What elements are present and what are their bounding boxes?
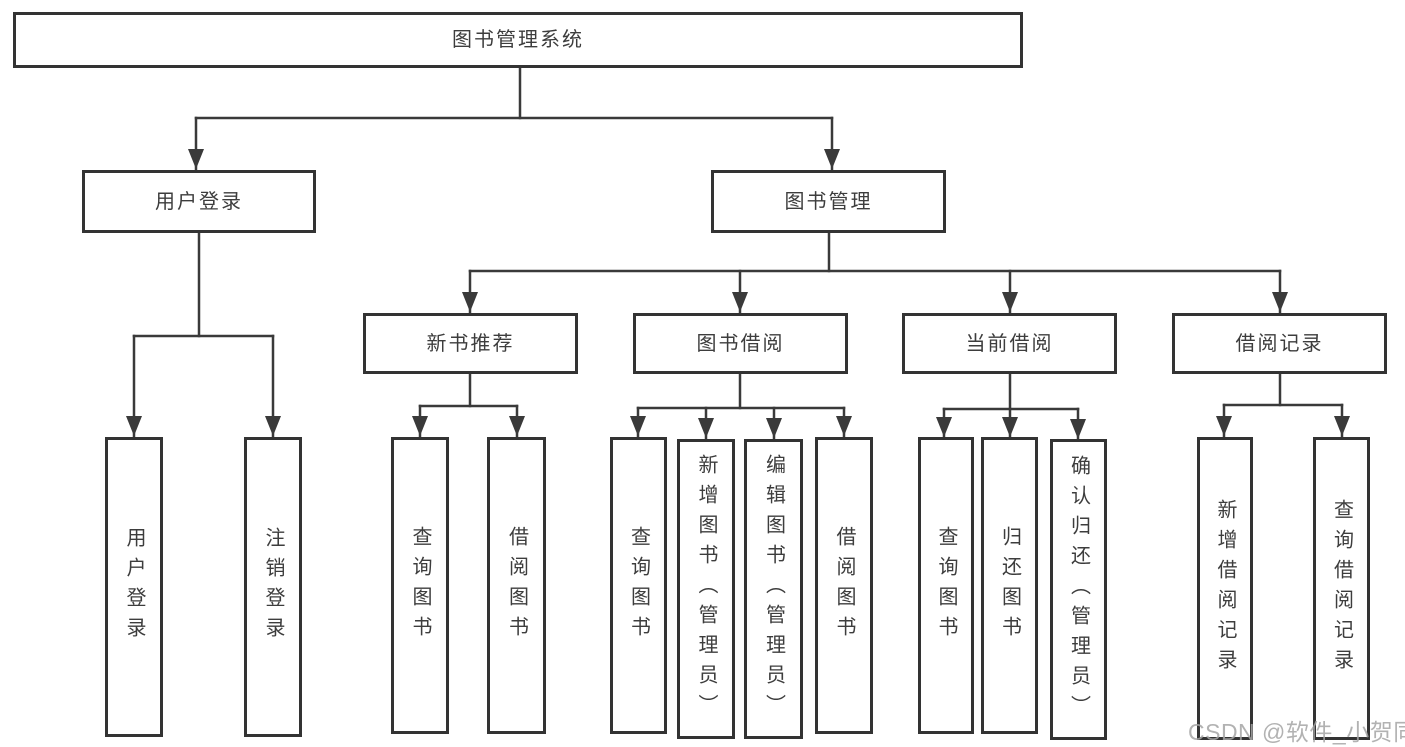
node-book-management: 图书管理 — [711, 170, 946, 233]
leaf-query-book-current: 查询图书 — [918, 437, 974, 734]
node-current-borrow: 当前借阅 — [902, 313, 1117, 374]
node-label: 当前借阅 — [965, 332, 1054, 355]
leaf-user-login: 用户登录 — [105, 437, 163, 737]
node-label: 借阅记录 — [1235, 332, 1324, 355]
leaf-add-book-admin: 新增图书（管理员） — [677, 439, 735, 739]
leaf-label: 用户登录 — [123, 527, 145, 647]
leaf-label: 借阅图书 — [505, 525, 528, 646]
node-label: 图书借阅 — [696, 332, 785, 355]
leaf-return-book: 归还图书 — [981, 437, 1038, 734]
node-library-management-system: 图书管理系统 — [13, 12, 1023, 68]
node-new-book-recommend: 新书推荐 — [363, 313, 578, 374]
leaf-query-book-recommend: 查询图书 — [391, 437, 449, 734]
node-label: 新书推荐 — [426, 332, 515, 355]
leaf-add-borrow-record: 新增借阅记录 — [1197, 437, 1253, 740]
leaf-edit-book-admin: 编辑图书（管理员） — [744, 439, 803, 739]
node-user-login: 用户登录 — [82, 170, 316, 233]
node-label: 用户登录 — [155, 190, 243, 213]
leaf-confirm-return-admin: 确认归还（管理员） — [1050, 439, 1107, 740]
csdn-watermark: CSDN @软件_小贺同学 — [1188, 719, 1405, 745]
leaf-logout: 注销登录 — [244, 437, 302, 737]
leaf-label: 新增图书（管理员） — [695, 454, 717, 724]
leaf-label: 借阅图书 — [833, 525, 855, 646]
leaf-label: 查询借阅记录 — [1330, 498, 1353, 679]
leaf-borrow-book: 借阅图书 — [815, 437, 873, 734]
node-book-borrow: 图书借阅 — [633, 313, 848, 374]
node-borrow-records: 借阅记录 — [1172, 313, 1387, 374]
leaf-label: 归还图书 — [998, 525, 1021, 646]
leaf-label: 编辑图书（管理员） — [762, 454, 785, 724]
leaf-label: 查询图书 — [935, 525, 957, 646]
leaf-label: 确认归还（管理员） — [1067, 454, 1090, 725]
node-label: 图书管理系统 — [452, 29, 584, 51]
leaf-query-book-borrow: 查询图书 — [610, 437, 667, 734]
leaf-label: 新增借阅记录 — [1214, 498, 1236, 679]
leaf-query-borrow-record: 查询借阅记录 — [1313, 437, 1370, 740]
leaf-label: 查询图书 — [627, 525, 650, 646]
leaf-label: 查询图书 — [409, 525, 431, 646]
node-label: 图书管理 — [784, 190, 873, 213]
leaf-label: 注销登录 — [262, 527, 284, 647]
leaf-borrow-book-recommend: 借阅图书 — [487, 437, 546, 734]
